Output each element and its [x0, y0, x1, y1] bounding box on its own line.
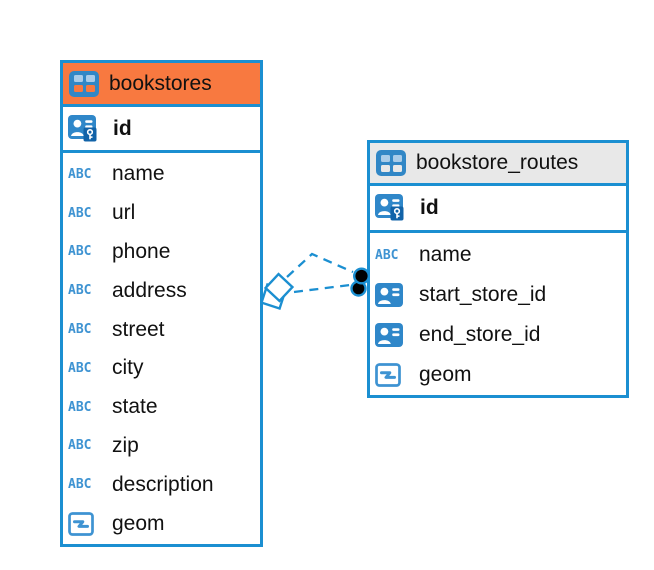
column-name: street	[112, 317, 165, 341]
column-name: address	[112, 278, 187, 302]
column-row-geom[interactable]: geom	[63, 504, 260, 543]
text-type-icon: ABC	[375, 247, 399, 263]
relationship-line-2[interactable]	[293, 283, 351, 294]
text-type-icon: ABC	[68, 322, 92, 338]
text-type-icon: ABC	[68, 166, 92, 182]
text-type-icon: ABC	[68, 477, 92, 493]
text-type-icon: ABC	[68, 283, 92, 299]
column-name: city	[112, 356, 144, 380]
column-row-description[interactable]: ABC description	[63, 465, 260, 504]
column-row-name[interactable]: ABC name	[370, 235, 626, 275]
primary-key-row[interactable]: id	[63, 107, 260, 153]
column-list: ABC name ABC url ABC phone ABC address A…	[63, 153, 260, 543]
column-name: url	[112, 201, 136, 225]
column-name: phone	[112, 239, 171, 263]
column-row-state[interactable]: ABC state	[63, 388, 260, 427]
table-icon	[69, 70, 99, 97]
relationship-endpoint-diamond-2[interactable]	[260, 283, 287, 310]
text-type-icon: ABC	[68, 438, 92, 454]
geometry-type-icon	[68, 511, 102, 536]
column-row-address[interactable]: ABC address	[63, 271, 260, 310]
table-header[interactable]: bookstores	[63, 63, 260, 107]
table-name: bookstore_routes	[416, 151, 579, 174]
table-bookstore-routes[interactable]: bookstore_routes id ABC name start_store…	[367, 140, 629, 398]
column-name: name	[112, 162, 165, 186]
column-name: start_store_id	[419, 283, 547, 306]
text-type-icon: ABC	[68, 399, 92, 415]
column-row-zip[interactable]: ABC zip	[63, 427, 260, 466]
column-row-phone[interactable]: ABC phone	[63, 233, 260, 272]
text-type-icon: ABC	[68, 205, 92, 221]
column-list: ABC name start_store_id end_store_id ge	[370, 233, 626, 395]
text-type-icon: ABC	[68, 244, 92, 260]
table-header[interactable]: bookstore_routes	[370, 143, 626, 186]
column-row-url[interactable]: ABC url	[63, 194, 260, 233]
column-row-name[interactable]: ABC name	[63, 155, 260, 194]
column-name: state	[112, 395, 158, 419]
column-row-geom[interactable]: geom	[370, 355, 626, 395]
primary-key-icon	[375, 193, 409, 223]
column-name: end_store_id	[419, 323, 541, 346]
primary-key-row[interactable]: id	[370, 186, 626, 233]
relationship-endpoint-diamond-1[interactable]	[263, 272, 295, 303]
primary-key-name: id	[113, 116, 132, 140]
column-row-city[interactable]: ABC city	[63, 349, 260, 388]
text-type-icon: ABC	[68, 360, 92, 376]
relationship-line-1[interactable]	[286, 252, 354, 278]
geometry-type-icon	[375, 363, 409, 387]
table-name: bookstores	[109, 71, 212, 95]
column-name: geom	[419, 363, 472, 386]
column-name: name	[419, 243, 472, 266]
column-row-street[interactable]: ABC street	[63, 310, 260, 349]
table-icon	[376, 150, 406, 176]
primary-key-icon	[68, 114, 102, 144]
foreign-key-icon	[375, 283, 409, 307]
primary-key-name: id	[420, 196, 439, 219]
column-row-end-store-id[interactable]: end_store_id	[370, 315, 626, 355]
table-bookstores[interactable]: bookstores id ABC name ABC url ABC	[60, 60, 263, 547]
column-name: zip	[112, 433, 139, 457]
foreign-key-icon	[375, 323, 409, 347]
column-name: description	[112, 472, 214, 496]
column-row-start-store-id[interactable]: start_store_id	[370, 275, 626, 315]
relationship-endpoint-circle-2[interactable]	[350, 280, 367, 297]
column-name: geom	[112, 511, 165, 535]
